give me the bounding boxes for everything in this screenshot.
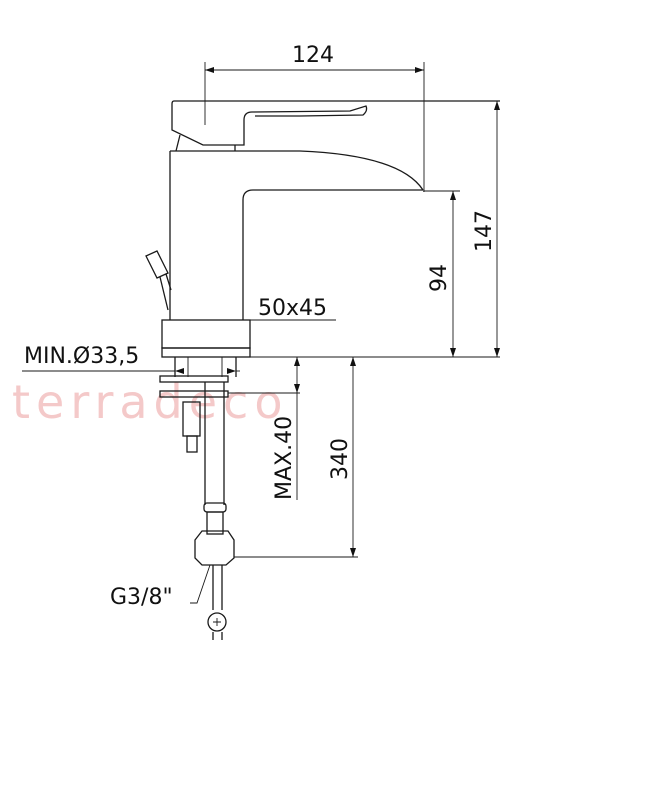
max-thickness-label: MAX.40 [272,416,297,500]
total-height-label: 147 [472,210,497,252]
dimension-heights: 94 147 [250,101,500,358]
width-label: 124 [292,43,334,68]
faucet-body [145,100,500,358]
hole-diameter-label: MIN.Ø33,5 [24,344,139,369]
connection-label: G3/8" [110,585,173,610]
watermark: terradeco [12,375,288,429]
base-size-label: 50x45 [258,296,327,321]
hose-length-label: 340 [328,438,353,480]
mounting-parts [159,357,237,640]
dimension-width: 124 [204,43,425,192]
spout-height-label: 94 [427,264,452,292]
